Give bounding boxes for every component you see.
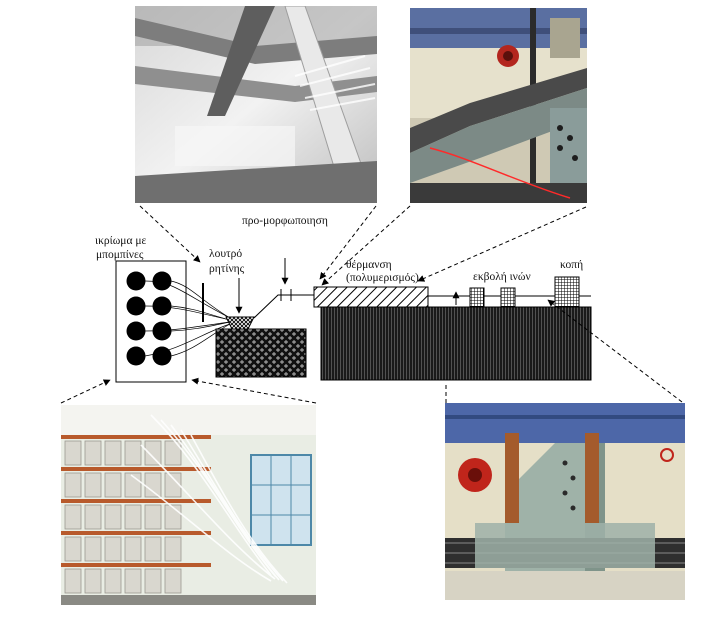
resin-bath	[225, 316, 255, 330]
resin-bath-stand	[215, 328, 307, 378]
photo-creel	[61, 405, 316, 605]
label-creel-line2: μπομπίνες	[96, 249, 144, 261]
photo-preforming-heating	[410, 8, 587, 203]
label-preforming: προ-μορφωποιηση	[242, 215, 328, 227]
label-heating-line2: (πολυμερισμός)	[346, 272, 419, 284]
fiber-path	[253, 294, 314, 319]
puller-2	[500, 287, 516, 308]
die-base	[320, 306, 592, 381]
photo-puller	[445, 403, 685, 600]
bobbins	[126, 271, 172, 366]
creel-frame	[115, 260, 187, 383]
leader-arrows	[60, 205, 683, 404]
label-creel-line1: ικρίωμα με	[95, 235, 147, 247]
label-resin-line2: ρητίνης	[209, 263, 245, 275]
cutter	[554, 276, 580, 308]
puller-1	[469, 287, 485, 308]
heating-die	[313, 286, 429, 308]
photo-resin-bath	[135, 6, 377, 203]
label-resin-line1: λουτρό	[209, 248, 243, 260]
label-pulling: εκβολή ινών	[473, 271, 531, 283]
label-heating-line1: θέρμανση	[346, 259, 392, 271]
label-cutting: κοπή	[560, 259, 584, 271]
fiber-strands	[144, 280, 231, 357]
